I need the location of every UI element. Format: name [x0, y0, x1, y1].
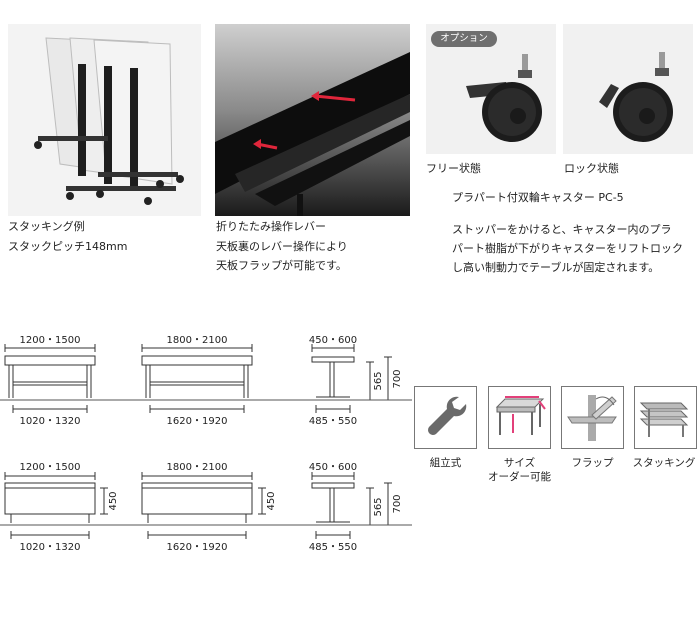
r2-depth-bottom: 485・550 — [309, 542, 357, 553]
lever-photo — [215, 24, 410, 216]
size-order-icon — [488, 386, 551, 449]
r1-depth-bottom: 485・550 — [309, 416, 357, 427]
r1-width-small-top: 1200・1500 — [20, 335, 81, 346]
stacking-caption-2: スタックピッチ148mm — [8, 240, 128, 253]
r2-height-inner: 565 — [373, 497, 384, 516]
feature-label-stacking: スタッキング — [632, 457, 696, 469]
stacking-icon — [634, 386, 697, 449]
caster-desc-2: パート樹脂が下がりキャスターをリフトロック — [452, 242, 683, 255]
lever-caption-2: 天板裏のレバー操作により — [216, 240, 348, 253]
r1-width-large-bottom: 1620・1920 — [167, 416, 228, 427]
r1-height-inner: 565 — [373, 371, 384, 390]
stacking-caption-1: スタッキング例 — [8, 220, 85, 233]
r2-width-large-top: 1800・2100 — [167, 462, 228, 473]
option-badge: オプション — [431, 31, 497, 47]
feature-label-size-2: オーダー可能 — [488, 471, 551, 483]
r1-width-large-top: 1800・2100 — [167, 335, 228, 346]
dimension-drawings: 1200・1500 1020・1320 1800・2100 1620・1920 … — [0, 335, 412, 553]
lever-caption-1: 折りたたみ操作レバー — [216, 220, 326, 233]
r2-width-small-bottom: 1020・1320 — [20, 542, 81, 553]
r2-width-small-top: 1200・1500 — [20, 462, 81, 473]
r2-width-large-bottom: 1620・1920 — [167, 542, 228, 553]
r2-height-outer: 700 — [392, 494, 403, 513]
caster-free-label: フリー状態 — [426, 162, 481, 175]
feature-label-assembly: 組立式 — [429, 457, 462, 469]
feature-label-size-1: サイズ — [503, 457, 536, 469]
r1-width-small-bottom: 1020・1320 — [20, 416, 81, 427]
r1-height-outer: 700 — [392, 369, 403, 388]
r1-depth-top: 450・600 — [309, 335, 357, 346]
caster-lock-label: ロック状態 — [564, 162, 619, 175]
feature-label-flap: フラップ — [571, 457, 614, 469]
caster-desc-3: し高い制動力でテーブルが固定されます。 — [452, 261, 660, 274]
caster-lock-photo — [563, 24, 693, 154]
r2-panel-large: 450 — [266, 491, 277, 510]
flap-icon — [561, 386, 624, 449]
lever-caption-3: 天板フラップが可能です。 — [216, 259, 347, 272]
caster-title: プラパート付双輪キャスター PC-5 — [452, 191, 624, 204]
r2-panel-small: 450 — [108, 491, 119, 510]
wrench-icon — [414, 386, 477, 449]
stacking-photo — [8, 24, 201, 216]
caster-desc-1: ストッパーをかけると、キャスター内のプラ — [452, 223, 672, 236]
r2-depth-top: 450・600 — [309, 462, 357, 473]
